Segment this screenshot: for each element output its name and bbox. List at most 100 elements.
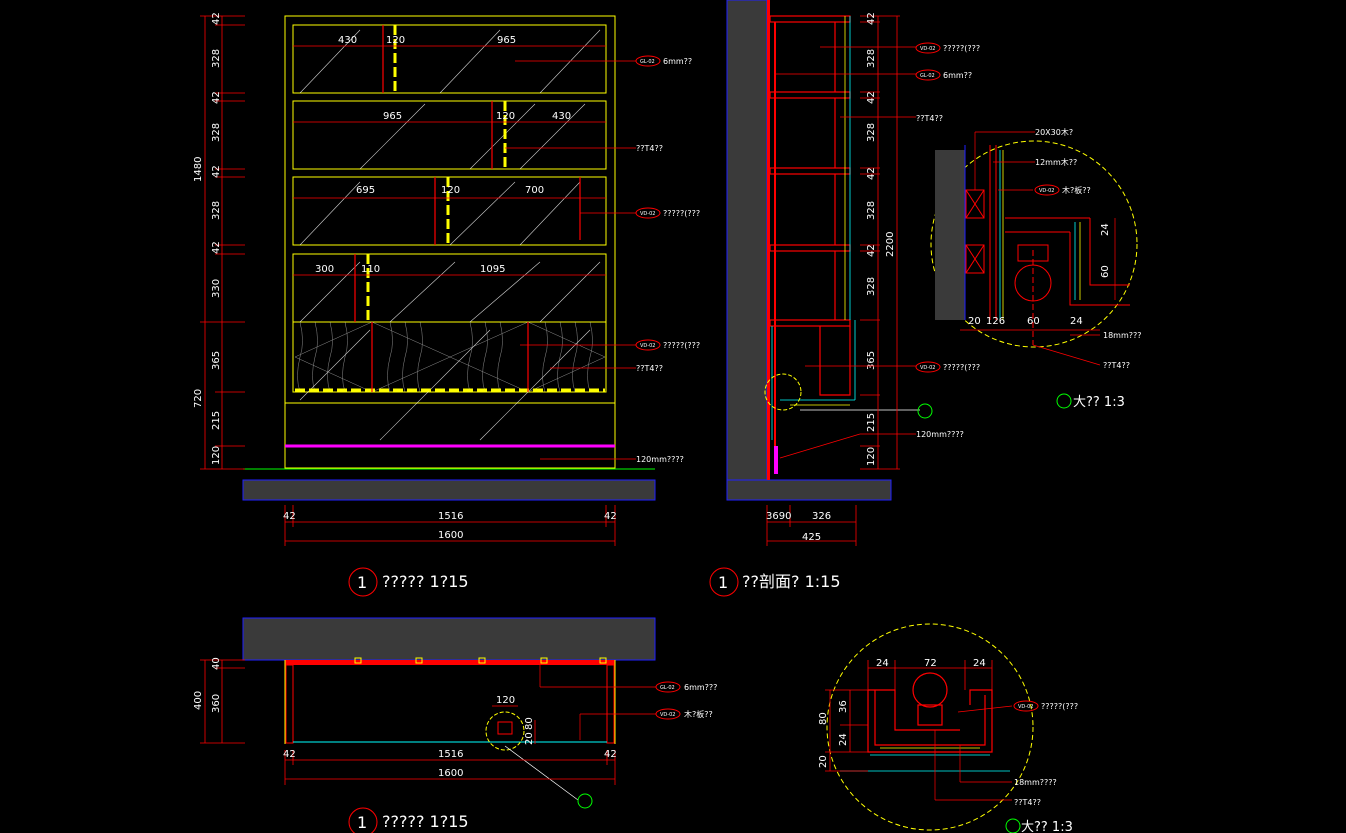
side-tag-c1: VD-02 bbox=[920, 46, 935, 52]
d1-dim-20: 20 bbox=[968, 316, 981, 327]
front-dim-300: 300 bbox=[315, 264, 334, 275]
front-tag-gl: GL-02 bbox=[640, 59, 655, 65]
front-vdim-4: 42 bbox=[211, 165, 222, 178]
d2-left-a: 80 bbox=[818, 712, 829, 725]
plan-title-num: 1 bbox=[357, 813, 367, 832]
front-dim-965: 965 bbox=[497, 35, 516, 46]
side-vdim-4: 42 bbox=[866, 167, 877, 180]
front-title-num: 1 bbox=[357, 573, 367, 592]
d1-callout-b: 12mm木?? bbox=[1035, 157, 1077, 167]
d2-left-b: 36 bbox=[838, 700, 849, 713]
plan-view: 40 360 400 120 20 80 42 1516 42 1600 GL-… bbox=[193, 617, 717, 833]
side-vdim-5: 328 bbox=[866, 201, 877, 220]
side-title-num: 1 bbox=[718, 573, 728, 592]
plan-small-b: 80 bbox=[524, 717, 535, 730]
d1-title: 大?? 1:3 bbox=[1073, 395, 1125, 410]
front-callout-vd1: ??T4?? bbox=[636, 144, 663, 153]
d1-callout-c: 木?板?? bbox=[1062, 185, 1091, 195]
front-dim-120-a: 120 bbox=[386, 35, 405, 46]
plan-bdim-total: 1600 bbox=[438, 768, 463, 779]
front-vdim-6: 42 bbox=[211, 241, 222, 254]
d2-top-a: 24 bbox=[876, 658, 889, 669]
front-vdim-8: 365 bbox=[211, 351, 222, 370]
front-vdim-3: 328 bbox=[211, 123, 222, 142]
d1-tag-c: VD-02 bbox=[1039, 188, 1054, 194]
d2-left-d: 20 bbox=[818, 755, 829, 768]
side-vdim-0: 42 bbox=[866, 12, 877, 25]
d1-dim-126: 126 bbox=[986, 316, 1005, 327]
d1-dim-24: 24 bbox=[1100, 223, 1111, 236]
plan-callout-b: 木?板?? bbox=[684, 709, 713, 719]
front-bdim-l: 42 bbox=[283, 511, 296, 522]
side-title: ??剖面? 1:15 bbox=[742, 572, 841, 591]
front-dim-700: 700 bbox=[525, 185, 544, 196]
front-vdim-9: 215 bbox=[211, 411, 222, 430]
d2-callout-c: ??T4?? bbox=[1014, 798, 1041, 807]
side-callout-c2: 6mm?? bbox=[943, 71, 972, 80]
front-dim-120-b: 120 bbox=[496, 111, 515, 122]
front-vdim-2: 42 bbox=[211, 91, 222, 104]
front-dim-1095: 1095 bbox=[480, 264, 505, 275]
d2-top-b: 72 bbox=[924, 658, 937, 669]
front-vdim-1: 328 bbox=[211, 49, 222, 68]
front-dim-695: 695 bbox=[356, 185, 375, 196]
plan-bdim-l: 42 bbox=[283, 749, 296, 760]
side-vdim-9: 215 bbox=[866, 413, 877, 432]
plan-total: 400 bbox=[193, 691, 204, 710]
side-bdim-a: 3690 bbox=[766, 511, 791, 522]
plan-small-a: 20 bbox=[524, 732, 535, 745]
plan-tag-a: GL-02 bbox=[660, 685, 675, 691]
side-vdim-6: 42 bbox=[866, 244, 877, 257]
side-vdim-2: 42 bbox=[866, 91, 877, 104]
plan-bdim-r: 42 bbox=[604, 749, 617, 760]
front-callout-gl: 6mm?? bbox=[663, 57, 692, 66]
d1-callout-d: 18mm??? bbox=[1103, 331, 1142, 340]
front-vdim-5: 328 bbox=[211, 201, 222, 220]
d2-tag-a: VD-02 bbox=[1018, 704, 1033, 710]
side-tag-c4: VD-02 bbox=[920, 365, 935, 371]
side-section: 42 328 42 328 42 328 42 328 365 215 120 … bbox=[709, 0, 980, 597]
front-callout-vd3: ?????(??? bbox=[663, 341, 700, 350]
d1-callout-a: 20X30木? bbox=[1035, 127, 1073, 137]
d1-callout-e: ??T4?? bbox=[1103, 361, 1130, 370]
plan-vdim-1: 360 bbox=[211, 694, 222, 713]
side-callout-c5: 120mm???? bbox=[916, 430, 964, 439]
front-dim-430-b: 430 bbox=[552, 111, 571, 122]
front-bdim-total: 1600 bbox=[438, 530, 463, 541]
side-vdim-7: 328 bbox=[866, 277, 877, 296]
plan-bdim-m: 1516 bbox=[438, 749, 463, 760]
front-callout-base: 120mm???? bbox=[636, 455, 684, 464]
d2-callout-a: ?????(??? bbox=[1041, 702, 1078, 711]
plan-tag-b: VD-02 bbox=[660, 712, 675, 718]
side-tag-c2: GL-02 bbox=[920, 73, 935, 79]
front-bdim-r: 42 bbox=[604, 511, 617, 522]
front-vdim-0: 42 bbox=[211, 12, 222, 25]
plan-title: ????? 1?15 bbox=[382, 812, 469, 831]
detail-1: 24 60 20 126 60 24 20X30木? 12mm木?? VD-02… bbox=[930, 127, 1142, 410]
plan-top-dim: 120 bbox=[496, 695, 515, 706]
side-callout-c4: ?????(??? bbox=[943, 363, 980, 372]
d1-dim-60: 60 bbox=[1100, 265, 1111, 278]
front-dim-430: 430 bbox=[338, 35, 357, 46]
d2-title: 大?? 1:3 bbox=[1021, 820, 1073, 833]
side-callout-c3: ??T4?? bbox=[916, 114, 943, 123]
plan-vdim-0: 40 bbox=[211, 657, 222, 670]
front-title: ????? 1?15 bbox=[382, 572, 469, 591]
front-tag-vd3: VD-02 bbox=[640, 343, 655, 349]
side-bdim-total: 425 bbox=[802, 532, 821, 543]
front-tag-vd2: VD-02 bbox=[640, 211, 655, 217]
side-vdim-3: 328 bbox=[866, 123, 877, 142]
side-vdim-8: 365 bbox=[866, 351, 877, 370]
side-callout-c1: ?????(??? bbox=[943, 44, 980, 53]
d2-callout-b: 18mm???? bbox=[1014, 778, 1057, 787]
front-total-lower: 720 bbox=[193, 389, 204, 408]
detail-2: 24 72 24 80 36 24 20 VD-02 ?????(??? 18m… bbox=[818, 623, 1078, 833]
front-callout-vd2: ?????(??? bbox=[663, 209, 700, 218]
plan-callout-a: 6mm??? bbox=[684, 683, 717, 692]
front-dim-965-b: 965 bbox=[383, 111, 402, 122]
d2-left-c: 24 bbox=[838, 733, 849, 746]
side-vdim-1: 328 bbox=[866, 49, 877, 68]
side-total: 2200 bbox=[885, 232, 896, 257]
front-total-upper: 1480 bbox=[193, 157, 204, 182]
side-bdim-b: 326 bbox=[812, 511, 831, 522]
